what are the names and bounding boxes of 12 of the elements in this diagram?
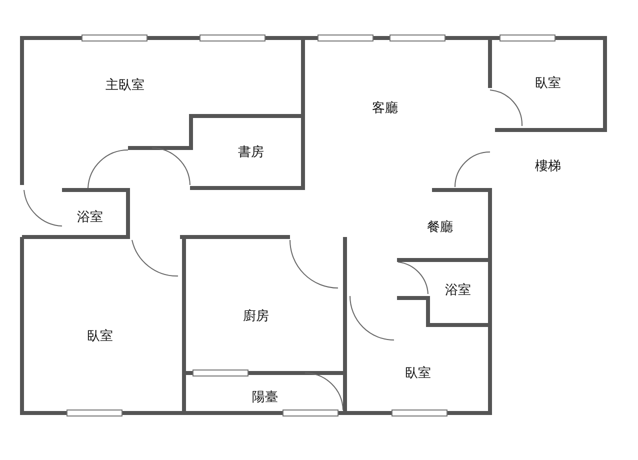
room-label: 廚房 (243, 308, 269, 325)
room-label: 主臥室 (106, 77, 144, 94)
room-label: 臥室 (405, 365, 431, 382)
room-label: 臥室 (87, 328, 113, 345)
room-label: 臥室 (535, 75, 561, 92)
room-label: 浴室 (445, 282, 471, 299)
room-label: 餐廳 (427, 219, 453, 236)
room-label: 客廳 (372, 100, 398, 117)
room-label: 樓梯 (535, 158, 561, 175)
room-label: 書房 (238, 144, 264, 161)
room-label: 浴室 (77, 209, 103, 226)
room-label: 陽臺 (252, 389, 278, 406)
